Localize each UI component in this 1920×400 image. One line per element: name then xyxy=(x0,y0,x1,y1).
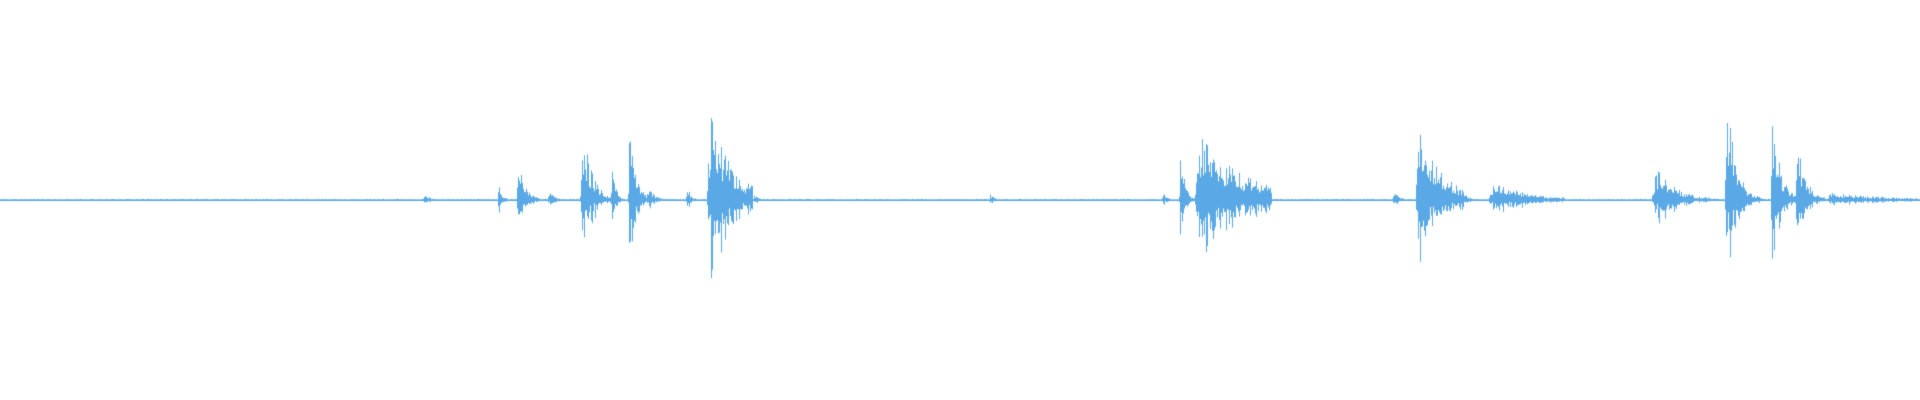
audio-waveform xyxy=(0,0,1920,400)
